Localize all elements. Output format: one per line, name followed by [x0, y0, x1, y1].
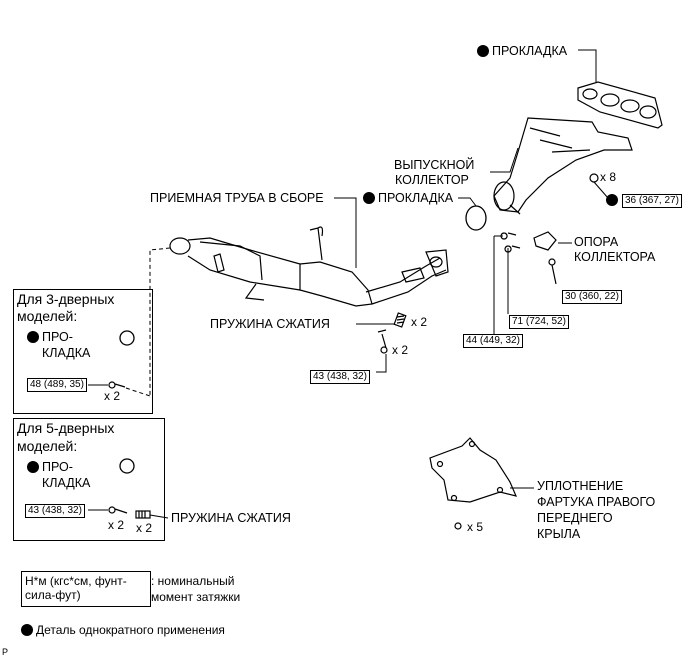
three-door-models-box — [13, 289, 153, 414]
single-use-dot-icon — [27, 331, 39, 343]
front-pipe-gasket-label: ПРОКЛАДКА — [363, 191, 453, 206]
nut-quantity: x 8 — [600, 170, 617, 184]
five-door-models-box — [13, 418, 165, 541]
fender-apron-seal-illustration — [429, 437, 518, 530]
fender-seal-label-1: УПЛОТНЕНИЕ — [537, 479, 624, 493]
torque-36-row — [606, 193, 621, 208]
torque-48: 48 (489, 35) — [27, 378, 87, 392]
box5-bolt-illustration — [108, 506, 128, 514]
five-door-title-2: моделей: — [17, 438, 78, 454]
spring-quantity: x 2 — [411, 315, 428, 329]
compression-spring-label-mid: ПРУЖИНА СЖАТИЯ — [210, 317, 330, 331]
front-pipe-bolt-quantity: x 2 — [392, 343, 409, 357]
box5-gasket-ring — [119, 458, 135, 474]
three-door-bolt-quantity: x 2 — [104, 389, 121, 403]
torque-71: 71 (724, 52) — [509, 315, 569, 329]
front-pipe-label: ПРИЕМНАЯ ТРУБА В СБОРЕ — [150, 191, 324, 205]
fender-clip-quantity: x 5 — [467, 520, 484, 534]
fender-seal-label-2: ФАРТУКА ПРАВОГО — [537, 495, 656, 509]
torque-43-mid: 43 (438, 32) — [310, 370, 370, 384]
torque-unit-line-1: Н*м (кгс*см, фунт- — [25, 574, 127, 588]
manifold-stay-label-2: КОЛЛЕКТОРА — [574, 250, 656, 264]
three-door-gasket-label-1: ПРО- — [27, 330, 73, 345]
torque-43-box: 43 (438, 32) — [25, 504, 85, 518]
torque-legend-desc-2: момент затяжки — [151, 590, 241, 604]
box3-bolt-illustration — [108, 381, 126, 389]
torque-44: 44 (449, 32) — [463, 334, 523, 348]
torque-30: 30 (360, 22) — [562, 290, 622, 304]
front-pipe-bolt-illustration — [377, 329, 388, 354]
fender-seal-label-3: ПЕРЕДНЕГО — [537, 511, 613, 525]
three-door-gasket-label-2: КЛАДКА — [42, 346, 91, 360]
box3-gasket-ring — [119, 330, 135, 346]
compression-spring-illustration — [393, 312, 407, 328]
five-door-gasket-label-1: ПРО- — [27, 460, 73, 475]
fender-seal-label-4: КРЫЛА — [537, 527, 581, 541]
torque-36: 36 (367, 27) — [622, 194, 682, 208]
torque-legend-desc-1: : номинальный — [151, 574, 235, 588]
compression-spring-label-low: ПРУЖИНА СЖАТИЯ — [171, 511, 291, 525]
five-door-title-1: Для 5-дверных — [17, 420, 115, 436]
exhaust-manifold-label-1: ВЫПУСКНОЙ — [394, 158, 475, 172]
five-door-bolt-quantity: x 2 — [108, 518, 125, 532]
three-door-title-2: моделей: — [17, 308, 78, 324]
manifold-stay-label-1: ОПОРА — [574, 235, 619, 249]
box5-spring-illustration — [135, 510, 151, 519]
torque-unit-line-2: сила-фут) — [25, 588, 81, 602]
single-use-dot-icon — [477, 45, 489, 57]
single-use-dot-icon — [21, 624, 33, 636]
single-use-dot-icon — [27, 461, 39, 473]
three-door-title-1: Для 3-дверных — [17, 291, 115, 307]
single-use-legend: Деталь однократного применения — [21, 623, 225, 638]
exhaust-manifold-illustration — [493, 117, 633, 215]
five-door-gasket-label-2: КЛАДКА — [42, 476, 91, 490]
manifold-gasket-label: ПРОКЛАДКА — [477, 44, 567, 59]
manifold-gasket-illustration — [577, 81, 663, 129]
front-pipe-illustration — [169, 226, 449, 307]
single-use-dot-icon — [363, 192, 375, 204]
exhaust-manifold-label-2: КОЛЛЕКТОР — [395, 173, 469, 187]
manifold-nut — [589, 173, 599, 183]
five-door-spring-quantity: x 2 — [136, 521, 153, 535]
manifold-stay-illustration — [533, 231, 557, 285]
front-pipe-gasket-ring — [465, 205, 487, 231]
torque-unit-legend-box: Н*м (кгс*см, фунт- сила-фут) — [21, 571, 151, 607]
single-use-dot-icon — [606, 194, 618, 206]
corner-mark: P — [2, 647, 9, 657]
